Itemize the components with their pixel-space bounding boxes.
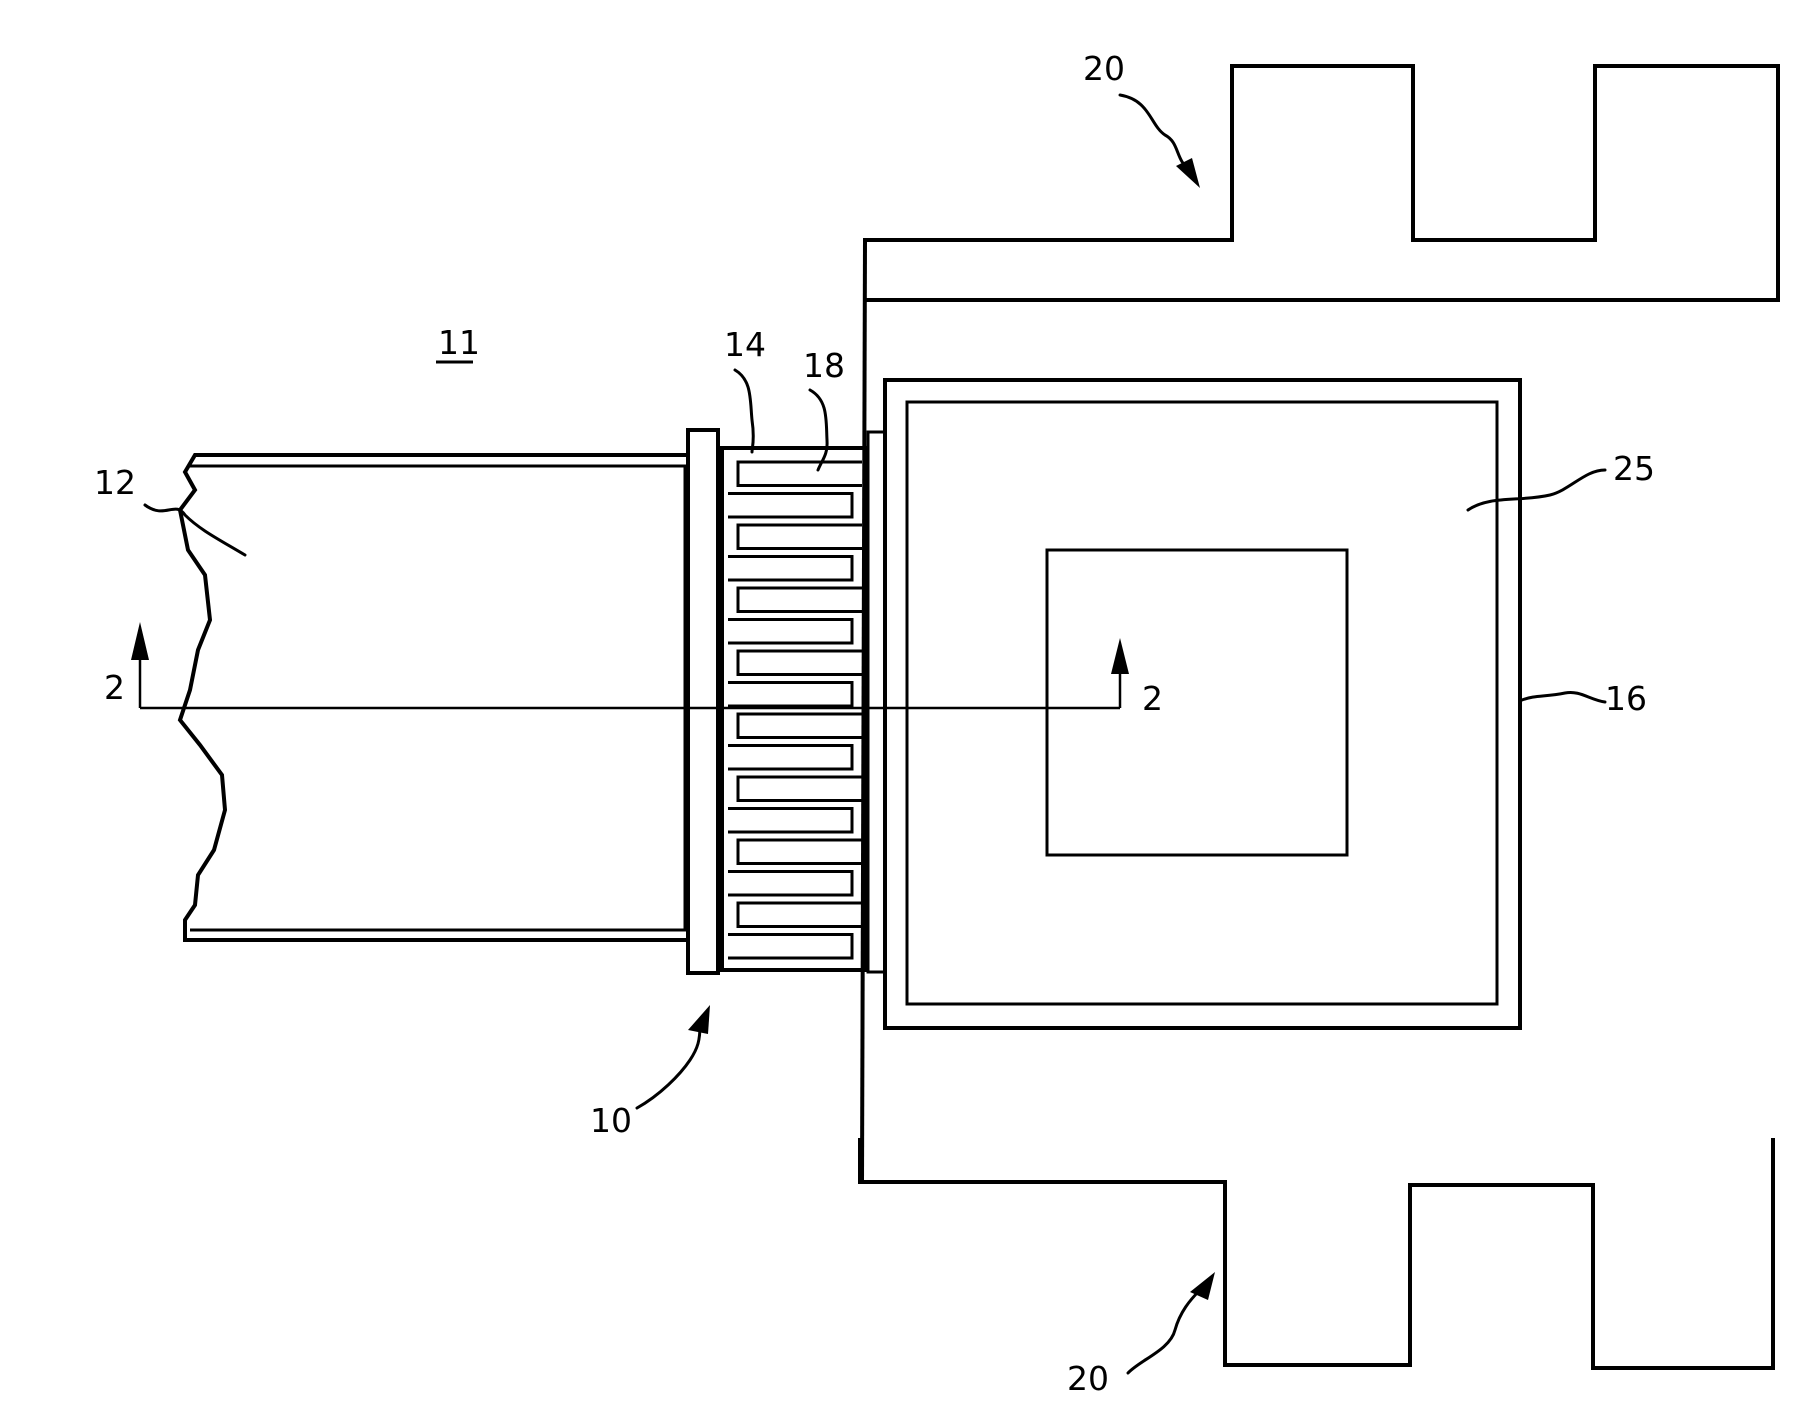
ref-18-label: 18 [803, 346, 845, 385]
strip-12 [180, 455, 688, 940]
top-contact-pad [865, 66, 1778, 300]
comb-finger [728, 620, 852, 644]
square-edge-strip [868, 432, 885, 972]
comb-finger [728, 557, 852, 581]
comb-finger [738, 525, 862, 549]
ref-20-top-label: 20 [1083, 49, 1125, 88]
ref-16-label: 16 [1605, 679, 1647, 718]
comb-finger [728, 746, 852, 770]
ref-20-bottom-label: 20 [1067, 1359, 1109, 1398]
comb-finger [728, 935, 852, 959]
comb-finger [738, 903, 862, 927]
ref-10-label: 10 [590, 1101, 632, 1140]
comb-finger [728, 683, 852, 707]
outer-square-16 [885, 380, 1520, 1028]
arrowhead [688, 1005, 710, 1034]
comb-finger [738, 777, 862, 801]
ref-14-label: 14 [724, 325, 766, 364]
comb-finger [738, 462, 862, 486]
center-square [1047, 550, 1347, 855]
comb-finger [738, 840, 862, 864]
section-label-right: 2 [1142, 679, 1163, 718]
ref-11-label: 11 [438, 323, 480, 362]
comb-finger [728, 809, 852, 833]
comb-finger [728, 872, 852, 896]
ref-12-label: 12 [94, 463, 136, 502]
section-line [131, 622, 1129, 708]
ref-25-label: 25 [1613, 449, 1655, 488]
arrowhead [1176, 158, 1200, 188]
separator-bar [688, 430, 718, 973]
comb-finger [738, 714, 862, 738]
bottom-contact-pad [860, 1140, 1773, 1368]
inner-border-25 [907, 402, 1497, 1004]
comb-finger [738, 651, 862, 675]
comb-finger [738, 588, 862, 612]
comb-fingers [728, 462, 862, 958]
section-label-left: 2 [104, 668, 125, 707]
comb-finger [728, 494, 852, 518]
